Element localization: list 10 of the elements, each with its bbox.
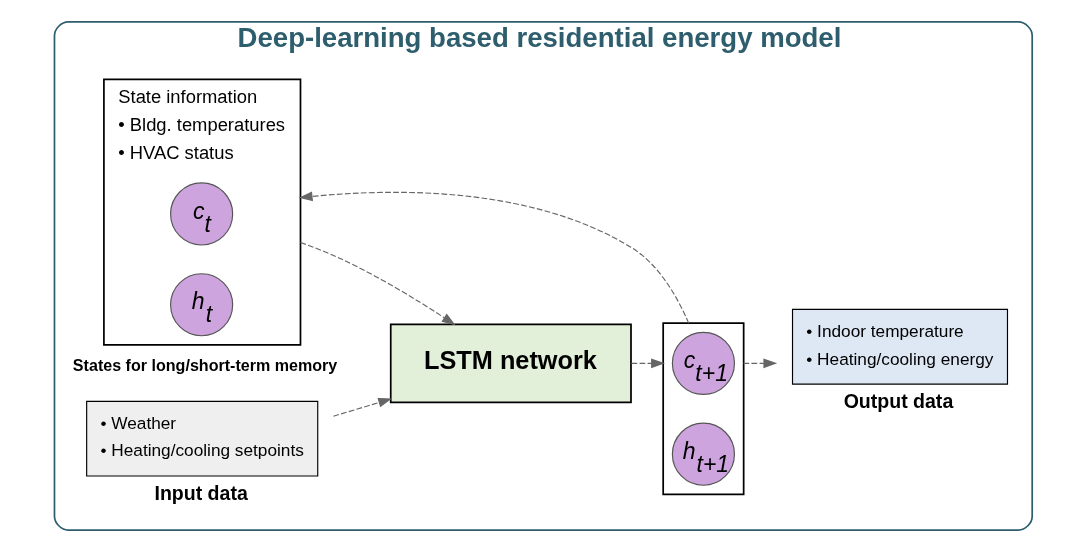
- cluster: [661, 322, 744, 496]
- arrow: [742, 358, 777, 369]
- node-box: LSTM network: [389, 323, 632, 404]
- arrow: [299, 241, 456, 326]
- arrow: [332, 397, 392, 417]
- node-label: Input data: [153, 481, 248, 504]
- node-label: Output data: [843, 389, 953, 412]
- arrow: [630, 358, 665, 369]
- node-label: States for long/short-term memory: [72, 355, 337, 374]
- arrow: [298, 191, 689, 324]
